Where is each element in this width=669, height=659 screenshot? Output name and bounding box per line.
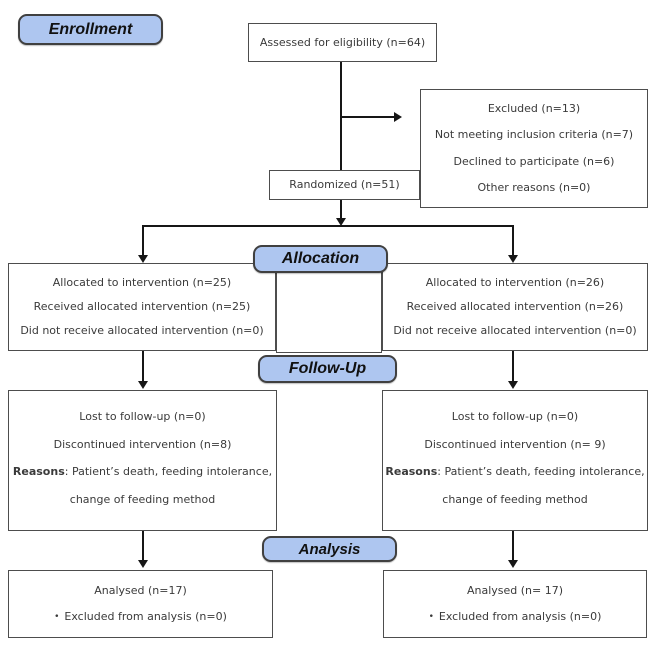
analysis-left-box: Analysed (n=17) • Excluded from analysis …: [8, 570, 273, 638]
analysis-phase-text: Analysis: [298, 540, 361, 558]
allocation-right-line: Did not receive allocated intervention (…: [393, 324, 637, 337]
arrow-down-icon: [138, 381, 148, 389]
arrow-down-icon: [138, 560, 148, 568]
arrow-down-icon: [138, 255, 148, 263]
analysis-left-analysed: Analysed (n=17): [94, 583, 187, 597]
arrow-down-icon: [508, 560, 518, 568]
followup-right-box: Lost to follow-up (n=0) Discontinued int…: [382, 390, 648, 531]
allocation-phase-label: Allocation: [253, 245, 388, 273]
arrow-down-icon: [508, 255, 518, 263]
excluded-line: Not meeting inclusion criteria (n=7): [434, 128, 634, 142]
followup-left-box: Lost to follow-up (n=0) Discontinued int…: [8, 390, 277, 531]
allocation-right-box: Allocated to intervention (n=26) Receive…: [382, 263, 648, 351]
followup-phase-label: Follow-Up: [258, 355, 397, 383]
allocation-left-line: Did not receive allocated intervention (…: [20, 324, 264, 337]
bullet-icon: •: [428, 612, 434, 623]
excluded-line: Excluded (n=13): [487, 102, 581, 116]
followup-left-reasons-rest: : Patient’s death, feeding intolerance,: [64, 465, 273, 479]
arrow-down-icon: [336, 218, 346, 226]
assessed-text: Assessed for eligibility (n=64): [259, 35, 426, 49]
followup-right-discontinued: Discontinued intervention (n= 9): [424, 437, 606, 451]
bullet-icon: •: [54, 612, 60, 623]
followup-right-lost: Lost to follow-up (n=0): [451, 410, 579, 424]
analysis-left-excluded: • Excluded from analysis (n=0): [54, 610, 227, 624]
followup-left-reasons: Reasons: Patient’s death, feeding intole…: [13, 465, 272, 479]
analysis-phase-label: Analysis: [262, 536, 397, 562]
assessed-box: Assessed for eligibility (n=64): [248, 23, 437, 62]
allocation-left-line: Allocated to intervention (n=25): [52, 276, 232, 289]
followup-left-lost: Lost to follow-up (n=0): [79, 410, 206, 424]
excluded-line: Other reasons (n=0): [477, 180, 591, 194]
followup-left-reasons-line2: change of feeding method: [69, 492, 216, 506]
followup-right-reasons-rest: : Patient’s death, feeding intolerance,: [437, 465, 645, 479]
connector-line: [142, 351, 144, 381]
connector-line: [340, 200, 342, 219]
followup-left-reasons-label: Reasons: [12, 465, 65, 479]
randomized-box: Randomized (n=51): [269, 170, 420, 200]
arrow-down-icon: [508, 381, 518, 389]
connector-line: [143, 225, 514, 227]
allocation-right-line: Received allocated intervention (n=26): [406, 300, 624, 313]
allocation-left-line: Received allocated intervention (n=25): [33, 300, 251, 313]
analysis-right-box: Analysed (n= 17) • Excluded from analysis…: [383, 570, 647, 638]
followup-right-reasons-line2: change of feeding method: [442, 492, 588, 506]
excluded-box: Excluded (n=13) Not meeting inclusion cr…: [420, 89, 648, 208]
enrollment-phase-text: Enrollment: [48, 20, 133, 38]
allocation-phase-text: Allocation: [281, 250, 360, 267]
excluded-line: Declined to participate (n=6): [453, 154, 615, 168]
enrollment-phase-label: Enrollment: [18, 14, 163, 45]
followup-right-reasons: Reasons: Patient’s death, feeding intole…: [385, 465, 644, 479]
allocation-left-box: Allocated to intervention (n=25) Receive…: [8, 263, 276, 351]
connector-line: [512, 225, 514, 255]
arrow-right-icon: [394, 112, 402, 122]
analysis-left-excluded-text: Excluded from analysis (n=0): [64, 610, 227, 624]
connector-line: [512, 351, 514, 381]
followup-right-reasons-label: Reasons: [385, 465, 438, 479]
followup-left-discontinued: Discontinued intervention (n=8): [53, 437, 232, 451]
randomized-text: Randomized (n=51): [289, 178, 400, 191]
allocation-right-line: Allocated to intervention (n=26): [425, 276, 605, 289]
connector-line: [142, 531, 144, 560]
analysis-right-excluded: • Excluded from analysis (n=0): [429, 610, 602, 624]
connector-line: [512, 531, 514, 560]
allocation-middle-box: [276, 258, 382, 353]
analysis-right-analysed: Analysed (n= 17): [466, 583, 564, 597]
analysis-right-excluded-text: Excluded from analysis (n=0): [438, 610, 602, 624]
connector-line: [142, 225, 144, 255]
followup-phase-text: Follow-Up: [288, 360, 367, 377]
connector-line: [340, 116, 394, 118]
